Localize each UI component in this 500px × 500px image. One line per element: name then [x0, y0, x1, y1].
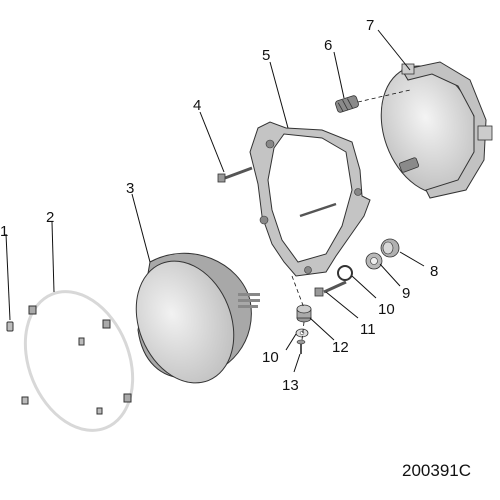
callout-5: 5 [262, 47, 270, 64]
part-washer-10b [295, 328, 309, 338]
callout-10-upper: 10 [378, 301, 395, 318]
part-bolt-4 [217, 166, 253, 183]
diagram-reference-code: 200391C [402, 461, 471, 480]
part-retaining-ring [21, 290, 135, 432]
part-washer-10a [337, 265, 353, 281]
alignment-lines [291, 89, 411, 341]
callout-11: 11 [360, 321, 376, 338]
part-bolt-11 [314, 280, 347, 297]
callout-6: 6 [324, 37, 332, 54]
callout-9: 9 [402, 285, 410, 302]
callout-1: 1 [0, 223, 8, 240]
leader-lines [5, 29, 425, 373]
part-adjuster-8 [380, 238, 400, 258]
part-headlamp [135, 252, 260, 384]
callout-3: 3 [126, 180, 134, 197]
callout-2: 2 [46, 209, 54, 226]
callout-8: 8 [430, 263, 438, 280]
part-headlamp-bucket [380, 61, 493, 199]
part-screw-13 [296, 339, 306, 354]
part-spring [335, 95, 359, 113]
callout-7: 7 [366, 17, 374, 34]
part-screw-1 [6, 321, 14, 332]
callout-labels: 1 2 3 4 5 6 7 8 9 10 10 11 12 13 [0, 17, 438, 394]
part-bushing-9 [365, 252, 383, 270]
callout-10-lower: 10 [262, 349, 279, 366]
callout-13: 13 [282, 377, 299, 394]
callout-12: 12 [332, 339, 349, 356]
part-mounting-bracket [249, 121, 371, 277]
callout-4: 4 [193, 97, 201, 114]
part-grommet [296, 304, 312, 323]
